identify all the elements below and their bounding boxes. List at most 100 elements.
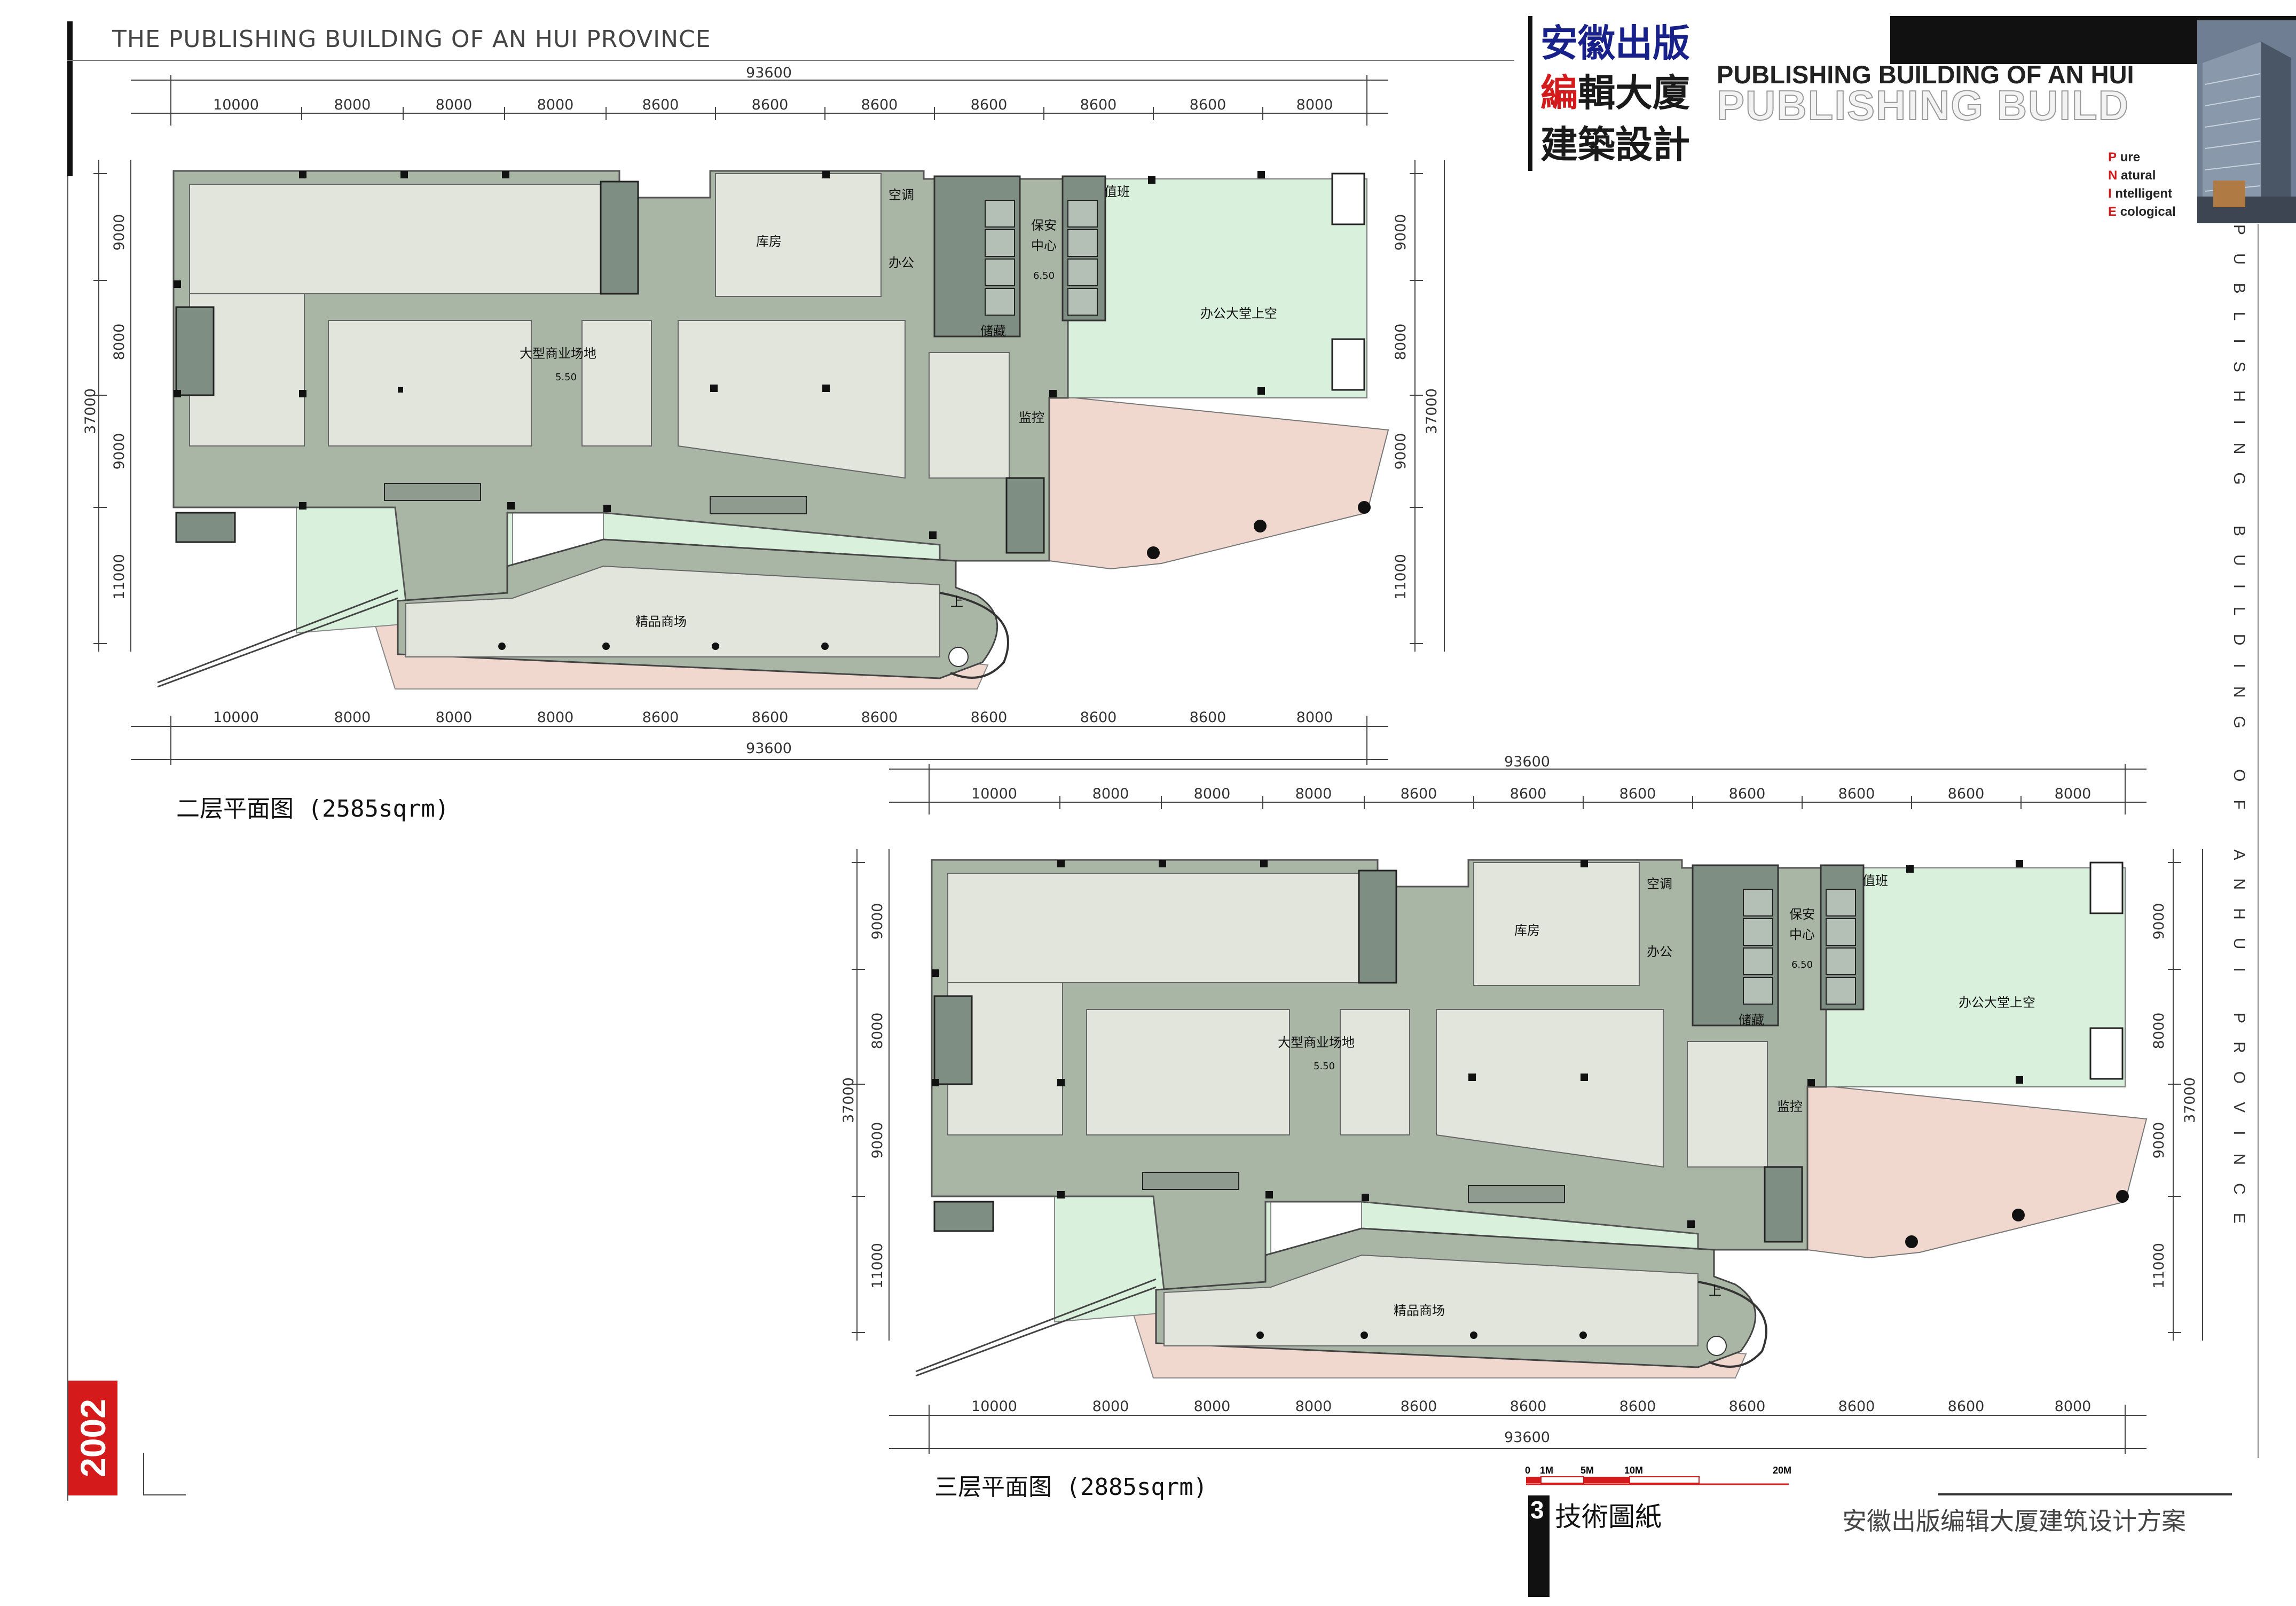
dim-total-top-3rd: 93600 <box>1504 754 1550 770</box>
svg-text:8000: 8000 <box>1295 1398 1332 1415</box>
room-ac: 空调 <box>888 187 914 202</box>
pnie-line-1: P ure <box>2108 150 2141 164</box>
svg-text:8000: 8000 <box>1296 97 1333 113</box>
svg-text:8600: 8600 <box>1080 97 1117 113</box>
svg-text:8000: 8000 <box>1194 786 1231 802</box>
brand-cn-red-char: 編 <box>1540 71 1578 115</box>
svg-text:8000: 8000 <box>2055 1398 2091 1415</box>
svg-text:8000: 8000 <box>1194 1398 1231 1415</box>
dim-total-top: 93600 <box>746 65 792 81</box>
svg-text:8000: 8000 <box>869 1013 886 1049</box>
boutique-floor <box>405 565 940 657</box>
svg-text:8600: 8600 <box>1838 1398 1875 1415</box>
label-up-3rd: 上 <box>1709 1283 1721 1298</box>
room-storage-3rd: 储藏 <box>1739 1013 1764 1028</box>
bay-labels-bottom: 10000 8000 8000 8000 8600 8600 8600 8600… <box>213 709 1333 726</box>
room-security-center: 中心 <box>1031 238 1057 253</box>
svg-text:0: 0 <box>1525 1465 1530 1476</box>
brand-divider <box>1528 16 1532 171</box>
footer-sheet-no: 3 <box>1530 1496 1544 1524</box>
plan-3rd-dims: 93600 93600 10000 8000 8000 8000 8600 86… <box>840 754 2198 1446</box>
svg-text:8000: 8000 <box>334 97 371 113</box>
stair-sw <box>175 512 236 543</box>
svg-text:8000: 8000 <box>436 709 473 726</box>
row-labels-right: 9000 8000 9000 11000 37000 <box>1393 214 1440 600</box>
brand-cn-line2-rest: 輯大廈 <box>1578 71 1690 115</box>
bay-labels-top: 10000 8000 8000 8000 8600 8600 8600 8600… <box>213 97 1333 113</box>
svg-text:8600: 8600 <box>1401 1398 1437 1415</box>
room-office: 办公 <box>888 255 914 270</box>
room-security: 保安 <box>1031 218 1057 233</box>
svg-text:9000: 9000 <box>1393 214 1409 251</box>
footer-sheet-title: 技術圖紙 <box>1555 1501 1662 1532</box>
room-storage: 储藏 <box>980 324 1006 339</box>
svg-text:37000: 37000 <box>840 1077 857 1123</box>
svg-text:8600: 8600 <box>1190 97 1226 113</box>
bay-labels-bottom-3rd: 10000 8000 8000 8000 8600 8600 8600 8600… <box>971 1398 2091 1415</box>
svg-text:8000: 8000 <box>537 97 574 113</box>
ramp-line-1 <box>157 589 398 684</box>
plan-3rd-group <box>852 764 2203 1454</box>
svg-text:8600: 8600 <box>1948 786 1985 802</box>
side-rule <box>2258 224 2259 1458</box>
svg-text:8600: 8600 <box>642 709 679 726</box>
svg-text:10M: 10M <box>1624 1465 1643 1476</box>
svg-text:8600: 8600 <box>861 709 898 726</box>
level-commercial: 5.50 <box>555 372 577 383</box>
year-badge <box>68 1381 117 1495</box>
svg-text:8000: 8000 <box>1092 1398 1129 1415</box>
room-boutique: 精品商场 <box>635 614 687 629</box>
pnie-line-2: N atural <box>2108 168 2156 183</box>
svg-text:8000: 8000 <box>436 97 473 113</box>
brand-cn-line1: 安徽出版 <box>1540 21 1690 65</box>
row-labels-left: 9000 8000 9000 11000 37000 <box>82 214 128 600</box>
room-duty: 值班 <box>1104 184 1130 199</box>
room-monitor-3rd: 监控 <box>1777 1099 1803 1114</box>
escalator-2 <box>710 496 807 514</box>
row-labels-left-3rd: 9000 8000 9000 11000 37000 <box>840 903 886 1289</box>
svg-text:8600: 8600 <box>1619 786 1656 802</box>
footer-project: 安徽出版编辑大厦建筑设计方案 <box>1842 1507 2186 1536</box>
stair-north <box>600 181 639 295</box>
building-render-image <box>2197 20 2296 223</box>
plan-2nd-caption: 二层平面图 (2585sqrm) <box>176 795 450 822</box>
svg-text:10000: 10000 <box>213 709 259 726</box>
svg-text:20M: 20M <box>1773 1465 1791 1476</box>
brand-cn-line3: 建築設計 <box>1540 123 1690 167</box>
floor-zone-commercial-a <box>328 320 532 446</box>
room-monitor: 监控 <box>1019 410 1044 425</box>
svg-text:8000: 8000 <box>537 709 574 726</box>
ramp-line-2 <box>157 597 398 688</box>
svg-text:5M: 5M <box>1581 1465 1594 1476</box>
pnie-line-4: E cological <box>2108 205 2176 219</box>
room-ac-3rd: 空调 <box>1647 876 1672 891</box>
floor-zone-storage <box>715 173 882 297</box>
svg-text:9000: 9000 <box>2151 1122 2167 1159</box>
svg-text:8600: 8600 <box>752 97 789 113</box>
left-border-line <box>67 176 68 1501</box>
plan-2nd-group <box>93 75 1445 765</box>
svg-text:8000: 8000 <box>1295 786 1332 802</box>
bottom-left-corner-h <box>143 1494 186 1495</box>
svg-text:8600: 8600 <box>1080 709 1117 726</box>
svg-text:9000: 9000 <box>111 214 128 251</box>
row-labels-right-3rd: 9000 8000 9000 11000 37000 <box>2151 903 2198 1289</box>
svg-text:9000: 9000 <box>1393 433 1409 470</box>
svg-text:8600: 8600 <box>1510 1398 1547 1415</box>
svg-text:8000: 8000 <box>334 709 371 726</box>
floor-zone-east <box>929 352 1010 479</box>
row-ticks-left <box>93 173 1423 644</box>
svg-text:1M: 1M <box>1540 1465 1553 1476</box>
left-border-bar <box>67 21 73 176</box>
floor-zone-commercial-b <box>581 320 652 446</box>
room-security-3rd: 保安 <box>1789 907 1815 922</box>
room-office-3rd: 办公 <box>1647 944 1672 959</box>
svg-text:8000: 8000 <box>2055 786 2091 802</box>
room-labels-2nd: 库房 空调 办公 保安 中心 值班 储藏 办公大堂上空 监控 大型商业场地 5.… <box>520 184 1277 629</box>
svg-text:8600: 8600 <box>1948 1398 1985 1415</box>
bay-ticks-top <box>170 107 1367 120</box>
pnie-line-3: I ntelligent <box>2108 186 2173 201</box>
brand-cn-line2: 編輯大廈 <box>1540 63 1690 117</box>
svg-text:10000: 10000 <box>213 97 259 113</box>
svg-text:8600: 8600 <box>642 97 679 113</box>
